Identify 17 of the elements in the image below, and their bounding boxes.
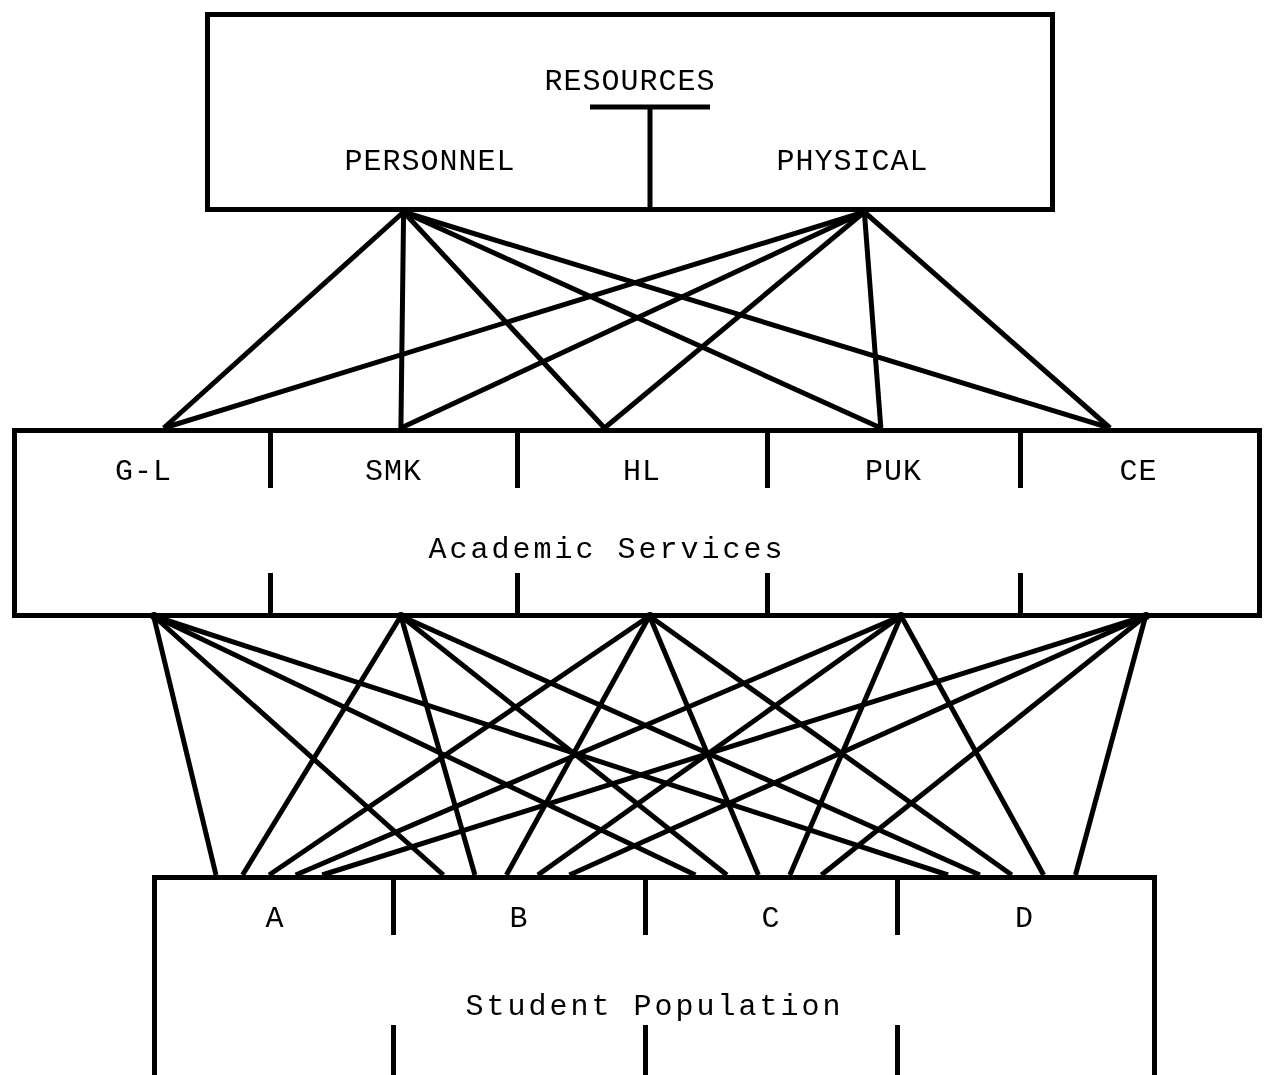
section-label: B (509, 902, 529, 936)
section-label: G-L (115, 455, 172, 489)
frame-box (12, 428, 1262, 618)
section-label: A (265, 902, 285, 936)
section-label: PUK (865, 455, 922, 489)
section-label: HL (623, 455, 661, 489)
frame-box (205, 12, 1055, 212)
section-label: PHYSICAL (776, 145, 929, 179)
section-label: D (1015, 902, 1034, 936)
box-title: RESOURCES (543, 65, 717, 99)
section-label: SMK (365, 455, 422, 489)
section-label: CE (1119, 455, 1158, 489)
box-title: Student Population (464, 990, 845, 1024)
frame-box (152, 875, 1157, 1075)
box-title: Academic Services (427, 533, 787, 567)
section-label: C (761, 902, 781, 936)
section-label: PERSONNEL (344, 145, 516, 179)
